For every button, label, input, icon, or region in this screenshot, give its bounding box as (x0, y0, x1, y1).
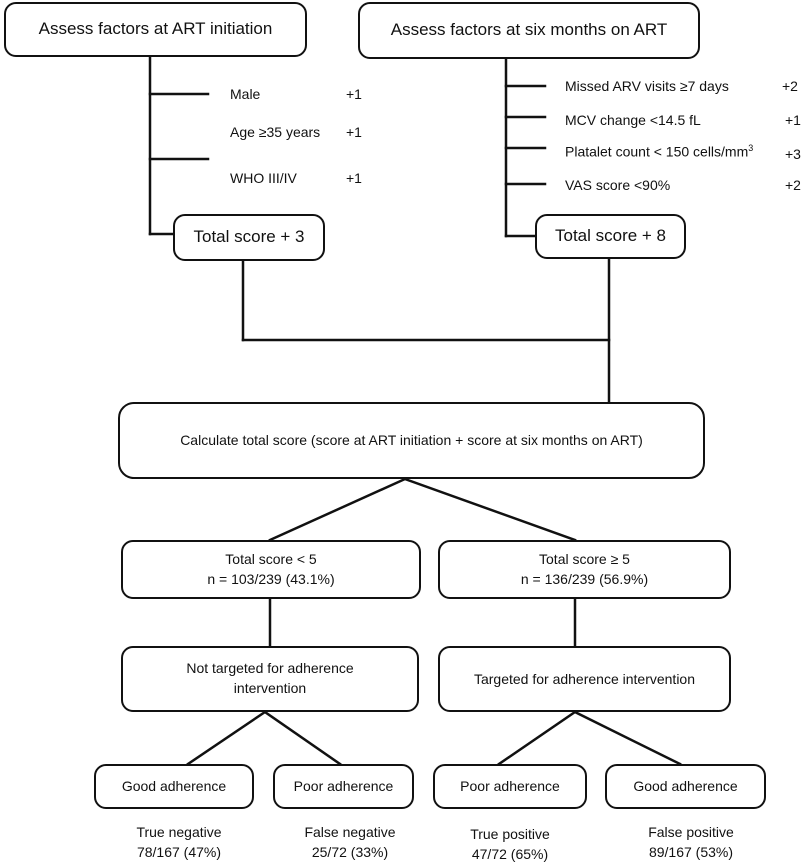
outcome-box: Poor adherence (433, 764, 587, 809)
outcome-box-label: Poor adherence (460, 778, 560, 795)
left-factor-points: +1 (346, 124, 362, 140)
low-score-line1: Total score < 5 (225, 550, 317, 567)
outcome-box: Poor adherence (273, 764, 414, 809)
superscript: 3 (748, 143, 754, 153)
right-factor-points: +1 (785, 112, 801, 128)
six-months-header: Assess factors at six months on ART (390, 20, 668, 40)
art-initiation-header: Assess factors at ART initiation (38, 19, 273, 39)
outcome-result-label: False negative (304, 824, 396, 840)
not-targeted-box: Not targeted for adherence intervention (121, 646, 419, 712)
six-months-header-box: Assess factors at six months on ART (358, 2, 700, 59)
left-total: Total score + 3 (193, 227, 305, 247)
outcome-box: Good adherence (94, 764, 254, 809)
right-factor-label: MCV change <14.5 fL (565, 112, 701, 128)
right-factor-label: Missed ARV visits ≥7 days (565, 78, 729, 94)
outcome-result: False positive 89/167 (53%) (632, 823, 750, 862)
targeted-box: Targeted for adherence intervention (438, 646, 731, 712)
low-score-line2: n = 103/239 (43.1%) (207, 570, 335, 587)
calculate-text: Calculate total score (score at ART init… (180, 432, 643, 449)
outcome-result: False negative 25/72 (33%) (290, 823, 410, 862)
calculate-box: Calculate total score (score at ART init… (118, 402, 705, 479)
right-factor-label: Platalet count < 150 cells/mm3 (565, 143, 754, 160)
outcome-result: True positive 47/72 (65%) (454, 825, 566, 864)
outcome-box-label: Good adherence (121, 778, 227, 795)
left-factor-points: +1 (346, 170, 362, 186)
outcome-result-label: True negative (136, 824, 222, 840)
high-score-box: Total score ≥ 5 n = 136/239 (56.9%) (438, 540, 731, 599)
outcome-result-value: 47/72 (65%) (471, 845, 549, 862)
left-factor-points: +1 (346, 86, 362, 102)
high-score-line2: n = 136/239 (56.9%) (520, 570, 649, 587)
outcome-result-value: 89/167 (53%) (648, 843, 734, 860)
right-factor-points: +3 (785, 146, 801, 162)
right-factor-points: +2 (782, 78, 798, 94)
outcome-box-label: Poor adherence (293, 778, 394, 795)
outcome-result-value: 78/167 (47%) (136, 843, 222, 860)
left-factor-label: Male (230, 86, 261, 102)
not-targeted-line2: intervention (233, 680, 307, 696)
right-factor-points: +2 (785, 177, 801, 193)
outcome-result-label: False positive (648, 824, 734, 840)
art-initiation-header-box: Assess factors at ART initiation (4, 2, 307, 57)
outcome-box-label: Good adherence (633, 778, 738, 795)
right-total-box: Total score + 8 (535, 214, 686, 259)
targeted-text: Targeted for adherence intervention (473, 670, 696, 687)
low-score-box: Total score < 5 n = 103/239 (43.1%) (121, 540, 421, 599)
outcome-result-value: 25/72 (33%) (311, 843, 389, 860)
high-score-line1: Total score ≥ 5 (539, 550, 630, 567)
outcome-result-label: True positive (470, 826, 550, 842)
left-factor-label: Age ≥35 years (230, 124, 321, 140)
outcome-box: Good adherence (605, 764, 766, 809)
left-total-box: Total score + 3 (173, 214, 325, 261)
not-targeted-line1: Not targeted for adherence (186, 660, 354, 677)
left-factor-label: WHO III/IV (230, 170, 297, 186)
outcome-result: True negative 78/167 (47%) (124, 823, 234, 862)
right-total: Total score + 8 (554, 226, 667, 246)
right-factor-label: VAS score <90% (565, 177, 671, 193)
